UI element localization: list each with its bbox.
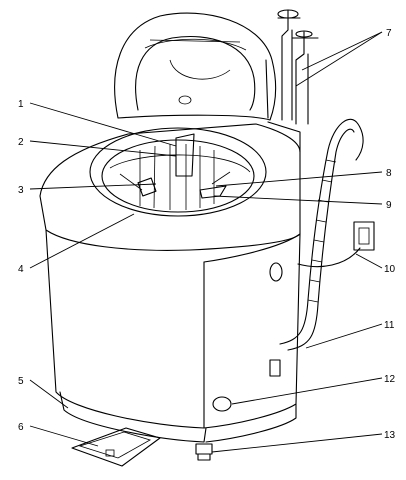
wash-drum bbox=[89, 127, 267, 217]
adjustable-foot bbox=[195, 443, 213, 461]
drain-hose bbox=[279, 118, 364, 351]
callout-9: 9 bbox=[386, 200, 392, 211]
callout-4: 4 bbox=[18, 264, 24, 275]
callout-13: 13 bbox=[384, 430, 396, 441]
callout-12: 12 bbox=[384, 374, 396, 385]
leader-lines bbox=[29, 31, 383, 453]
water-inlet bbox=[277, 9, 319, 125]
callout-11: 11 bbox=[384, 320, 395, 331]
callout-10: 10 bbox=[384, 264, 396, 275]
callout-3: 3 bbox=[18, 185, 24, 196]
callout-7: 7 bbox=[386, 28, 392, 39]
machine-body bbox=[39, 59, 301, 443]
callout-5: 5 bbox=[18, 376, 24, 387]
control-panel bbox=[71, 427, 161, 467]
callout-6: 6 bbox=[18, 422, 24, 433]
callout-1: 1 bbox=[18, 99, 24, 110]
callout-2: 2 bbox=[18, 137, 24, 148]
open-lid bbox=[114, 12, 277, 121]
callout-labels: 1 2 3 4 5 6 7 8 9 10 11 12 13 bbox=[18, 28, 396, 441]
callout-8: 8 bbox=[386, 168, 392, 179]
power-cord bbox=[297, 221, 375, 268]
